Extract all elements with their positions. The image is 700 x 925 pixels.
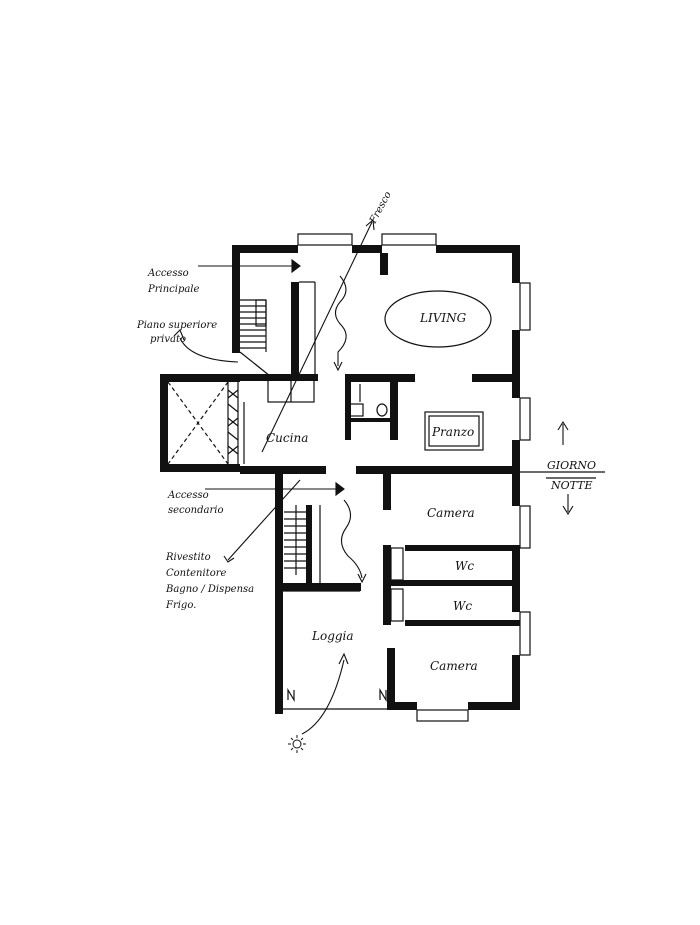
room-cucina: Cucina — [266, 431, 308, 445]
room-wc-1: Wc — [455, 559, 474, 573]
fine-lines — [167, 233, 605, 722]
void-cross — [167, 381, 229, 465]
room-wc-2: Wc — [453, 599, 472, 613]
dining-table-inner — [428, 415, 480, 447]
wall-rooms-3 — [387, 648, 395, 706]
circulation-lower — [340, 499, 363, 579]
wall-store-left — [345, 374, 351, 440]
wall-proj-left — [160, 374, 168, 470]
wall-right-1 — [512, 245, 520, 283]
bath-fixture-1 — [348, 403, 364, 417]
loggia-mark-right — [379, 687, 387, 703]
label-piano-superiore-1: Piano superiore — [136, 320, 217, 331]
room-living: LIVING — [419, 311, 467, 325]
dining-table — [424, 411, 484, 451]
arrows — [173, 218, 574, 735]
wall-top-2 — [352, 245, 382, 253]
wall-wc1-bottom — [391, 580, 520, 586]
window-top-2 — [381, 233, 437, 246]
label-fresco: Fresco — [367, 190, 393, 226]
window-top-1 — [297, 233, 353, 246]
wall-proj-top — [160, 374, 240, 382]
wall-right-5 — [512, 655, 520, 708]
wall-stair-bottom — [283, 583, 361, 591]
stair-lower — [284, 505, 321, 583]
loggia-sun-arrow — [301, 659, 345, 735]
label-accesso-principale-1: Accesso — [147, 268, 189, 279]
room-loggia: Loggia — [311, 629, 354, 643]
wall-rooms-1 — [383, 474, 391, 510]
wall-bottom-right-a — [387, 702, 417, 710]
label-rivestito-3: Bagno / Dispensa — [165, 584, 254, 595]
wall-living-2 — [472, 374, 520, 382]
living-oval — [384, 290, 492, 348]
wall-top-3 — [436, 245, 518, 253]
label-rivestito-1: Rivestito — [165, 552, 211, 563]
wall-mid-1 — [240, 466, 326, 474]
piano-superiore-arrow — [179, 337, 239, 363]
wall-left-lower — [275, 474, 283, 714]
wall-kitchen-top — [240, 374, 318, 381]
room-pranzo: Pranzo — [431, 425, 474, 439]
room-camera-top: Camera — [427, 506, 475, 520]
window-right-1 — [519, 282, 531, 331]
label-piano-superiore-2: privato — [150, 334, 186, 345]
room-camera-bottom: Camera — [430, 659, 478, 673]
wall-bottom-right-b — [468, 702, 520, 710]
wall-wc2-bottom — [405, 620, 520, 626]
fresco-arrow — [261, 221, 373, 453]
wall-left-upper — [232, 245, 240, 353]
wall-store-mid — [345, 418, 395, 422]
stair-upper — [239, 299, 271, 377]
labels: Fresco Accesso Principale Piano superior… — [136, 190, 596, 673]
window-bottom — [416, 709, 469, 722]
window-right-3 — [519, 505, 531, 549]
loggia-mark-left — [287, 687, 295, 703]
walls — [160, 245, 520, 714]
wall-store-right — [390, 374, 398, 440]
wall-pillar — [380, 253, 388, 275]
wall-stair-lower — [306, 505, 312, 583]
wall-right-2 — [512, 330, 520, 398]
window-right-4 — [519, 611, 531, 656]
label-accesso-secondario-1: Accesso — [167, 490, 209, 501]
wc-cabinet-1 — [390, 547, 404, 581]
circulation-upper — [334, 275, 347, 366]
label-rivestito-4: Frigo. — [165, 600, 196, 611]
wall-living-1 — [345, 374, 415, 382]
wall-mid-2 — [356, 466, 520, 474]
wall-rooms-2 — [383, 545, 391, 625]
label-accesso-principale-2: Principale — [147, 284, 200, 295]
label-notte: NOTTE — [550, 479, 593, 492]
window-right-2 — [519, 397, 531, 441]
wall-wc1-top — [405, 545, 520, 551]
wall-proj-bottom — [160, 464, 240, 472]
label-rivestito-2: Contenitore — [166, 568, 227, 579]
rivestito-arrow — [227, 479, 301, 561]
label-giorno: GIORNO — [547, 459, 596, 472]
wc-cabinet-2 — [390, 588, 404, 622]
sun-icon — [288, 735, 306, 753]
wall-stair-core — [291, 282, 299, 374]
hatch-strip — [227, 382, 239, 464]
label-accesso-secondario-2: secondario — [168, 505, 223, 516]
wall-top-1 — [232, 245, 298, 253]
bath-fixture-2 — [376, 403, 388, 417]
